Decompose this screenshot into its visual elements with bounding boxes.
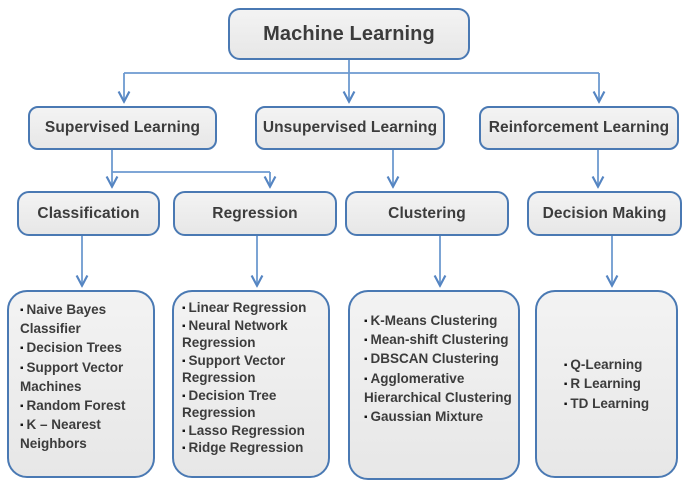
list-item: ▪DBSCAN Clustering <box>364 349 512 368</box>
node-decision-making: Decision Making <box>527 191 682 236</box>
list-item-label: Decision Tree Regression <box>182 387 277 421</box>
node-classification: Classification <box>17 191 160 236</box>
leaf-list-decision-making: ▪Q-Learning ▪R Learning ▪TD Learning <box>535 290 678 478</box>
bullet-icon: ▪ <box>364 335 368 347</box>
list-item-label: Support Vector Machines <box>20 359 124 394</box>
list-item-label: K – Nearest Neighbors <box>20 417 101 452</box>
list-item-label: TD Learning <box>570 395 650 411</box>
list-item: ▪Decision Tree Regression <box>182 387 324 422</box>
bullet-icon: ▪ <box>364 316 368 327</box>
leaf-list-classification: ▪Naive Bayes Classifier ▪Decision Trees … <box>7 290 155 478</box>
node-supervised-learning: Supervised Learning <box>28 106 217 150</box>
list-item: ▪K-Means Clustering <box>364 311 512 330</box>
bullet-icon: ▪ <box>20 420 24 432</box>
list-item: ▪Lasso Regression <box>182 422 324 440</box>
bullet-icon: ▪ <box>364 373 368 385</box>
node-reinforcement-learning: Reinforcement Learning <box>479 106 679 150</box>
list-item-label: R Learning <box>570 376 641 392</box>
list-item: ▪Q-Learning <box>564 355 649 374</box>
bullet-icon: ▪ <box>364 354 368 366</box>
bullet-icon: ▪ <box>182 425 186 437</box>
list-item: ▪Ridge Regression <box>182 439 324 457</box>
node-clustering: Clustering <box>345 191 509 236</box>
node-unsupervised-learning: Unsupervised Learning <box>255 106 445 150</box>
list-item-label: DBSCAN Clustering <box>370 351 499 367</box>
list-item: ▪Naive Bayes Classifier <box>20 300 148 338</box>
list-item: ▪K – Nearest Neighbors <box>20 415 148 453</box>
list-item: ▪TD Learning <box>564 394 649 413</box>
list-item-label: Q-Learning <box>570 357 643 373</box>
list-item: ▪Decision Trees <box>20 338 148 357</box>
list-item-label: Ridge Regression <box>188 440 304 456</box>
bullet-icon: ▪ <box>563 379 568 391</box>
leaf-list-clustering: ▪K-Means Clustering ▪Mean-shift Clusteri… <box>348 290 520 480</box>
bullet-icon: ▪ <box>20 343 24 355</box>
bullet-icon: ▪ <box>20 305 24 316</box>
list-item: ▪Linear Regression <box>182 299 324 317</box>
list-item-label: Neural Network Regression <box>182 317 288 351</box>
list-item: ▪R Learning <box>564 374 649 393</box>
list-item: ▪Random Forest <box>20 396 148 415</box>
list-item: ▪Agglomerative Hierarchical Clustering <box>364 369 512 407</box>
list-item: ▪Support Vector Machines <box>20 358 148 396</box>
list-item-label: Gaussian Mixture <box>370 408 484 424</box>
list-item-label: Naive Bayes Classifier <box>20 302 107 337</box>
list-item-label: Support Vector Regression <box>182 352 286 386</box>
list-item-label: K-Means Clustering <box>370 313 498 328</box>
bullet-icon: ▪ <box>182 443 186 455</box>
bullet-icon: ▪ <box>364 411 368 423</box>
list-item-label: Linear Regression <box>188 300 307 315</box>
bullet-icon: ▪ <box>182 320 186 332</box>
bullet-icon: ▪ <box>20 362 24 374</box>
list-item-label: Mean-shift Clustering <box>370 332 509 348</box>
bullet-icon: ▪ <box>563 360 568 372</box>
list-item: ▪Neural Network Regression <box>182 317 324 352</box>
list-item: ▪Support Vector Regression <box>182 352 324 387</box>
list-item-label: Random Forest <box>26 397 126 413</box>
leaf-list-regression: ▪Linear Regression ▪Neural Network Regre… <box>172 290 330 478</box>
list-item: ▪Mean-shift Clustering <box>364 330 512 349</box>
bullet-icon: ▪ <box>563 398 568 410</box>
list-item-label: Lasso Regression <box>188 422 305 438</box>
node-machine-learning: Machine Learning <box>228 8 470 60</box>
list-item: ▪Gaussian Mixture <box>364 407 512 426</box>
bullet-icon: ▪ <box>182 390 186 402</box>
node-regression: Regression <box>173 191 337 236</box>
bullet-icon: ▪ <box>20 400 24 412</box>
bullet-icon: ▪ <box>182 303 186 314</box>
bullet-icon: ▪ <box>182 355 186 367</box>
list-group: ▪Q-Learning ▪R Learning ▪TD Learning <box>564 355 649 413</box>
list-item-label: Decision Trees <box>26 340 122 356</box>
list-item-label: Agglomerative Hierarchical Clustering <box>364 370 512 405</box>
